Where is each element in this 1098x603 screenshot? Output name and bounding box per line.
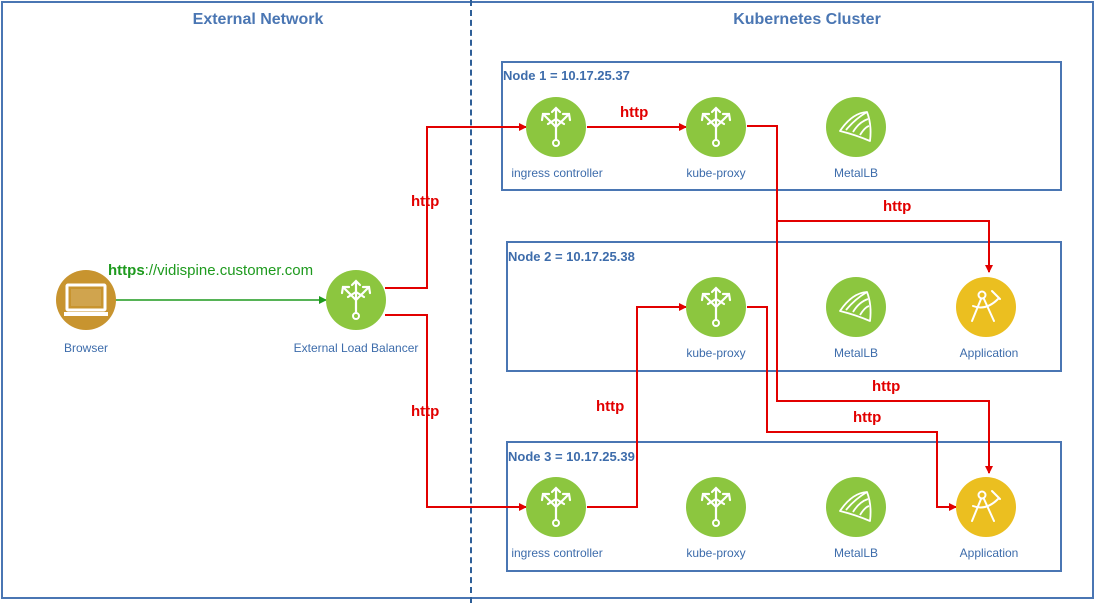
metallb-node-2[interactable] [826, 277, 886, 337]
load-balancer-icon [700, 486, 732, 527]
url-host: ://vidispine.customer.com [144, 262, 314, 279]
url-label: https://vidispine.customer.com [108, 262, 313, 279]
kube-proxy-label-3: kube-proxy [686, 546, 746, 560]
ingress-controller-label-3: ingress controller [511, 546, 603, 560]
sail-icon [839, 491, 872, 522]
kubernetes-cluster-title: Kubernetes Cluster [733, 11, 881, 28]
node-2-title: Node 2 = 10.17.25.38 [508, 249, 635, 264]
http-label-proxy2-app3: http [853, 409, 882, 426]
load-balancer-label: External Load Balancer [293, 341, 419, 355]
arrow-proxy1-to-app3 [776, 221, 993, 474]
url-scheme: https [108, 262, 145, 279]
ingress-controller-label-1: ingress controller [511, 166, 603, 180]
http-label-ingress3-proxy2: http [596, 398, 625, 415]
compass-icon [971, 290, 1001, 322]
kube-proxy-node-3[interactable] [686, 477, 746, 537]
application-label-2: Application [959, 346, 1019, 360]
external-load-balancer-node[interactable] [326, 270, 386, 330]
compass-icon [971, 490, 1001, 522]
http-label-proxy1-app3: http [872, 378, 901, 395]
sail-icon [839, 291, 872, 322]
metallb-label-3: MetalLB [833, 546, 879, 560]
kube-proxy-label-2: kube-proxy [686, 346, 746, 360]
arrow-ingress3-to-proxy2 [587, 303, 687, 508]
ingress-controller-node-3[interactable] [526, 477, 586, 537]
load-balancer-icon [540, 106, 572, 147]
http-label-proxy1-app2: http [883, 198, 912, 215]
zone-divider [470, 0, 472, 603]
metallb-label-1: MetalLB [833, 166, 879, 180]
load-balancer-icon [700, 106, 732, 147]
node-2-box [506, 241, 1062, 372]
http-label-lb-node3: http [411, 403, 440, 420]
browser-label: Browser [63, 341, 109, 355]
load-balancer-icon [540, 486, 572, 527]
application-label-3: Application [959, 546, 1019, 560]
load-balancer-icon [700, 286, 732, 327]
arrow-lb-to-ingress-node3 [385, 314, 527, 511]
node-3-title: Node 3 = 10.17.25.39 [508, 449, 635, 464]
kube-proxy-node-2[interactable] [686, 277, 746, 337]
arrow-proxy2-to-app3 [747, 306, 957, 511]
monitor-icon [64, 283, 108, 316]
browser-node[interactable] [56, 270, 116, 330]
metallb-label-2: MetalLB [833, 346, 879, 360]
metallb-node-1[interactable] [826, 97, 886, 157]
metallb-node-3[interactable] [826, 477, 886, 537]
node-1-title: Node 1 = 10.17.25.37 [503, 68, 630, 83]
ingress-controller-node-1[interactable] [526, 97, 586, 157]
external-network-title: External Network [192, 11, 324, 28]
application-node-3[interactable] [956, 477, 1016, 537]
load-balancer-icon [340, 279, 372, 320]
kube-proxy-label-1: kube-proxy [686, 166, 746, 180]
application-node-2[interactable] [956, 277, 1016, 337]
http-label-lb-node1: http [411, 193, 440, 210]
arrow-lb-to-ingress-node1 [385, 123, 527, 289]
sail-icon [839, 111, 872, 142]
kube-proxy-node-1[interactable] [686, 97, 746, 157]
http-label-ingress-proxy: http [620, 104, 649, 121]
